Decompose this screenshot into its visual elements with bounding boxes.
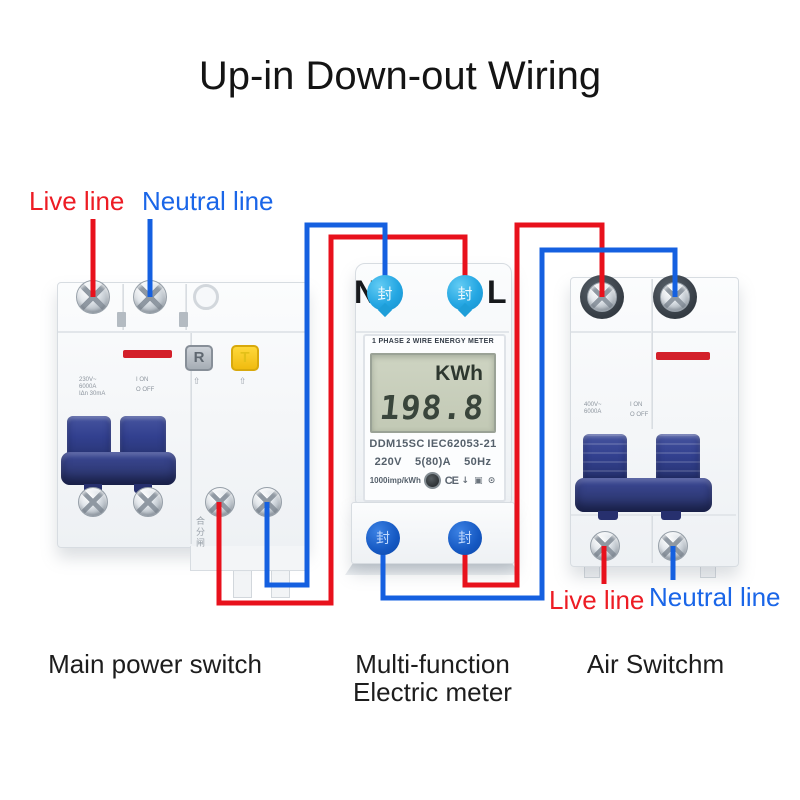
pole-divider <box>185 284 187 330</box>
breaker-rating-text: 230V~ 6000A IΔn 30mA <box>79 377 105 398</box>
air-rating-current: 6000A <box>584 409 602 415</box>
mount-clip <box>117 312 126 327</box>
breaker-rcd-base <box>190 546 308 571</box>
status-indicator-bar <box>656 352 710 360</box>
air-rating-voltage: 400V~ <box>584 402 602 408</box>
section-divider <box>190 332 192 544</box>
groove-line <box>571 514 736 516</box>
pole-divider <box>651 279 653 429</box>
lcd-display: KWh 198.8 <box>370 353 496 433</box>
breaker-rating-leakage: IΔn 30mA <box>79 391 106 397</box>
breaker-side-text: 合分闸 <box>194 516 204 549</box>
breaker-off-mark: O OFF <box>136 387 155 393</box>
air-off-mark: O OFF <box>630 412 649 418</box>
breaker-rating-voltage: 230V~ <box>79 377 97 383</box>
terminal-screw <box>133 487 163 517</box>
label-neutral-line-bottom: Neutral line <box>649 582 781 612</box>
mount-clip <box>179 312 188 327</box>
caption-meter-line1: Multi-function <box>355 649 510 679</box>
certification-icons: ↓ ▣ ⊙ <box>461 475 497 486</box>
breaker-din-leg <box>233 570 252 598</box>
terminal-screw <box>658 531 688 561</box>
terminal-screw <box>133 280 167 314</box>
meter-impulse-rate: 1000imp/kWh <box>369 476 421 485</box>
label-neutral-line-top: Neutral line <box>142 186 274 216</box>
air-switch-body <box>570 277 739 567</box>
air-toggle-handle <box>656 434 700 482</box>
meter-voltage: 220V <box>374 456 402 468</box>
meter-frequency: 50Hz <box>464 456 492 468</box>
air-onoff-marks: I ON O OFF <box>630 402 648 419</box>
terminal-screw <box>76 280 110 314</box>
caption-meter-line2: Electric meter <box>353 677 512 707</box>
meter-current: 5(80)A <box>414 456 452 468</box>
meter-seal-n-out: 封 <box>366 521 400 555</box>
terminal-screw <box>252 487 282 517</box>
ce-mark: CE <box>444 474 459 487</box>
pole-divider <box>122 284 124 330</box>
meter-seal-n: 封 <box>367 275 403 311</box>
meter-header-text: 1 PHASE 2 WIRE ENERGY METER <box>372 338 494 345</box>
toggle-foot <box>598 511 618 520</box>
test-arrow-icon: ⇧ <box>239 377 247 387</box>
reset-button: R <box>185 345 213 371</box>
inspection-window <box>193 284 219 310</box>
reset-arrow-icon: ⇧ <box>193 377 201 387</box>
toggle-foot <box>661 511 681 520</box>
air-rating-text: 400V~ 6000A <box>584 402 602 416</box>
nameplate-row-2: 220V 5(80)A 50Hz <box>368 456 498 468</box>
pulse-led <box>424 472 442 489</box>
breaker-din-leg <box>271 570 290 598</box>
lcd-unit: KWh <box>435 362 483 385</box>
nameplate-row-1: DDM15SC IEC62053-21 <box>368 438 498 450</box>
terminal-l-label: L <box>487 274 507 310</box>
breaker-on-mark: I ON <box>136 377 149 383</box>
lcd-reading: 198.8 <box>377 388 487 427</box>
test-button: T <box>231 345 259 371</box>
pole-divider <box>651 516 653 563</box>
air-din-leg <box>700 565 716 578</box>
breaker-rating-current: 6000A <box>79 384 97 390</box>
air-toggle-crossbar <box>575 478 712 512</box>
terminal-screw <box>78 487 108 517</box>
air-on-mark: I ON <box>630 402 643 408</box>
caption-main-power-switch: Main power switch <box>48 649 262 679</box>
meter-seal-l: 封 <box>447 275 483 311</box>
groove-line <box>58 331 305 333</box>
page-title: Up-in Down-out Wiring <box>198 54 602 98</box>
terminal-screw <box>660 282 690 312</box>
air-toggle-handle <box>583 434 627 482</box>
label-live-line-bottom: Live line <box>549 585 645 615</box>
terminal-screw <box>590 531 620 561</box>
status-indicator-bar <box>123 350 172 358</box>
meter-model: DDM15SC <box>369 438 425 450</box>
breaker-toggle-crossbar <box>61 452 176 485</box>
meter-standard: IEC62053-21 <box>427 438 497 450</box>
groove-line <box>356 331 509 333</box>
terminal-screw <box>587 282 617 312</box>
label-live-line-top: Live line <box>29 186 125 216</box>
terminal-screw <box>205 487 235 517</box>
caption-air-switch: Air Switchm <box>586 649 725 679</box>
groove-line <box>571 331 736 333</box>
breaker-onoff-marks: I ON O OFF <box>136 377 154 394</box>
meter-seal-l-out: 封 <box>448 521 482 555</box>
nameplate-row-3: 1000imp/kWh CE ↓ ▣ ⊙ <box>368 472 498 489</box>
